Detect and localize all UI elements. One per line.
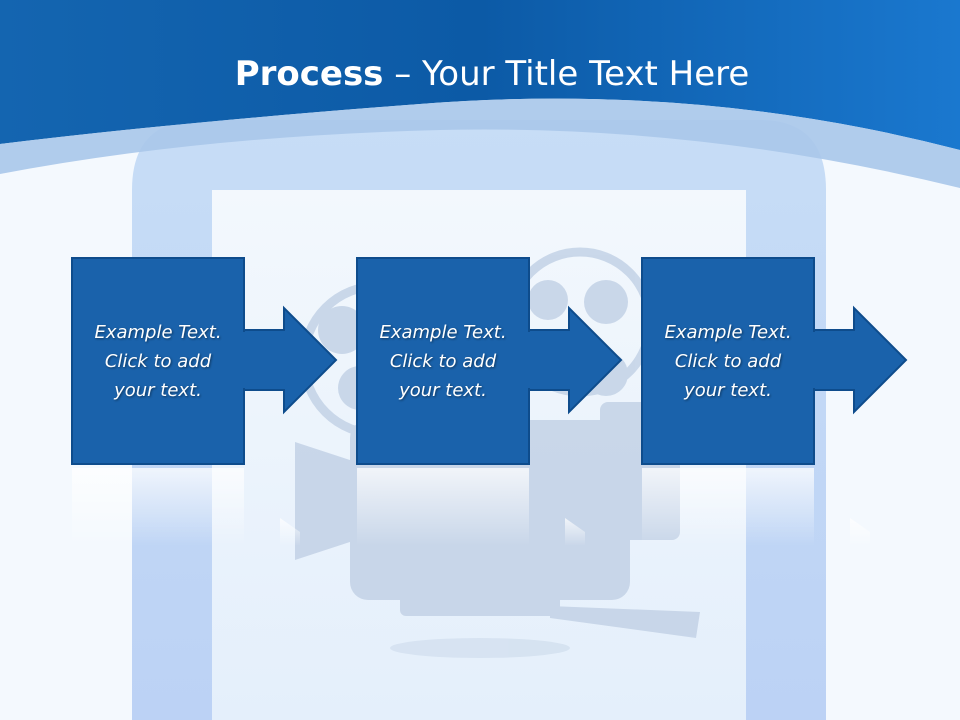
process-step-3[interactable]: Example Text. Click to add your text. [640, 256, 960, 546]
process-step-2[interactable]: Example Text. Click to add your text. [355, 256, 695, 546]
header-band [0, 0, 960, 150]
right-arrow-icon [813, 305, 908, 415]
step-reflection [642, 468, 870, 546]
step-text[interactable]: Example Text. Click to add your text. [664, 321, 792, 401]
right-arrow-icon [243, 305, 338, 415]
slide-title-bold: Process [234, 54, 384, 94]
step-reflection [357, 468, 585, 546]
process-step-shape [356, 257, 623, 546]
right-arrow-icon [528, 305, 623, 415]
step-reflection [72, 468, 300, 546]
process-step-shape [641, 257, 908, 546]
process-step-1[interactable]: Example Text. Click to add your text. [70, 256, 410, 546]
slide-title-rest: – Your Title Text Here [383, 54, 750, 94]
process-step-shape [71, 257, 338, 546]
step-text[interactable]: Example Text. Click to add your text. [379, 321, 507, 401]
slide-title[interactable]: Process – Your Title Text Here [0, 52, 960, 96]
header-swoosh [0, 98, 960, 188]
step-text[interactable]: Example Text. Click to add your text. [94, 321, 222, 401]
